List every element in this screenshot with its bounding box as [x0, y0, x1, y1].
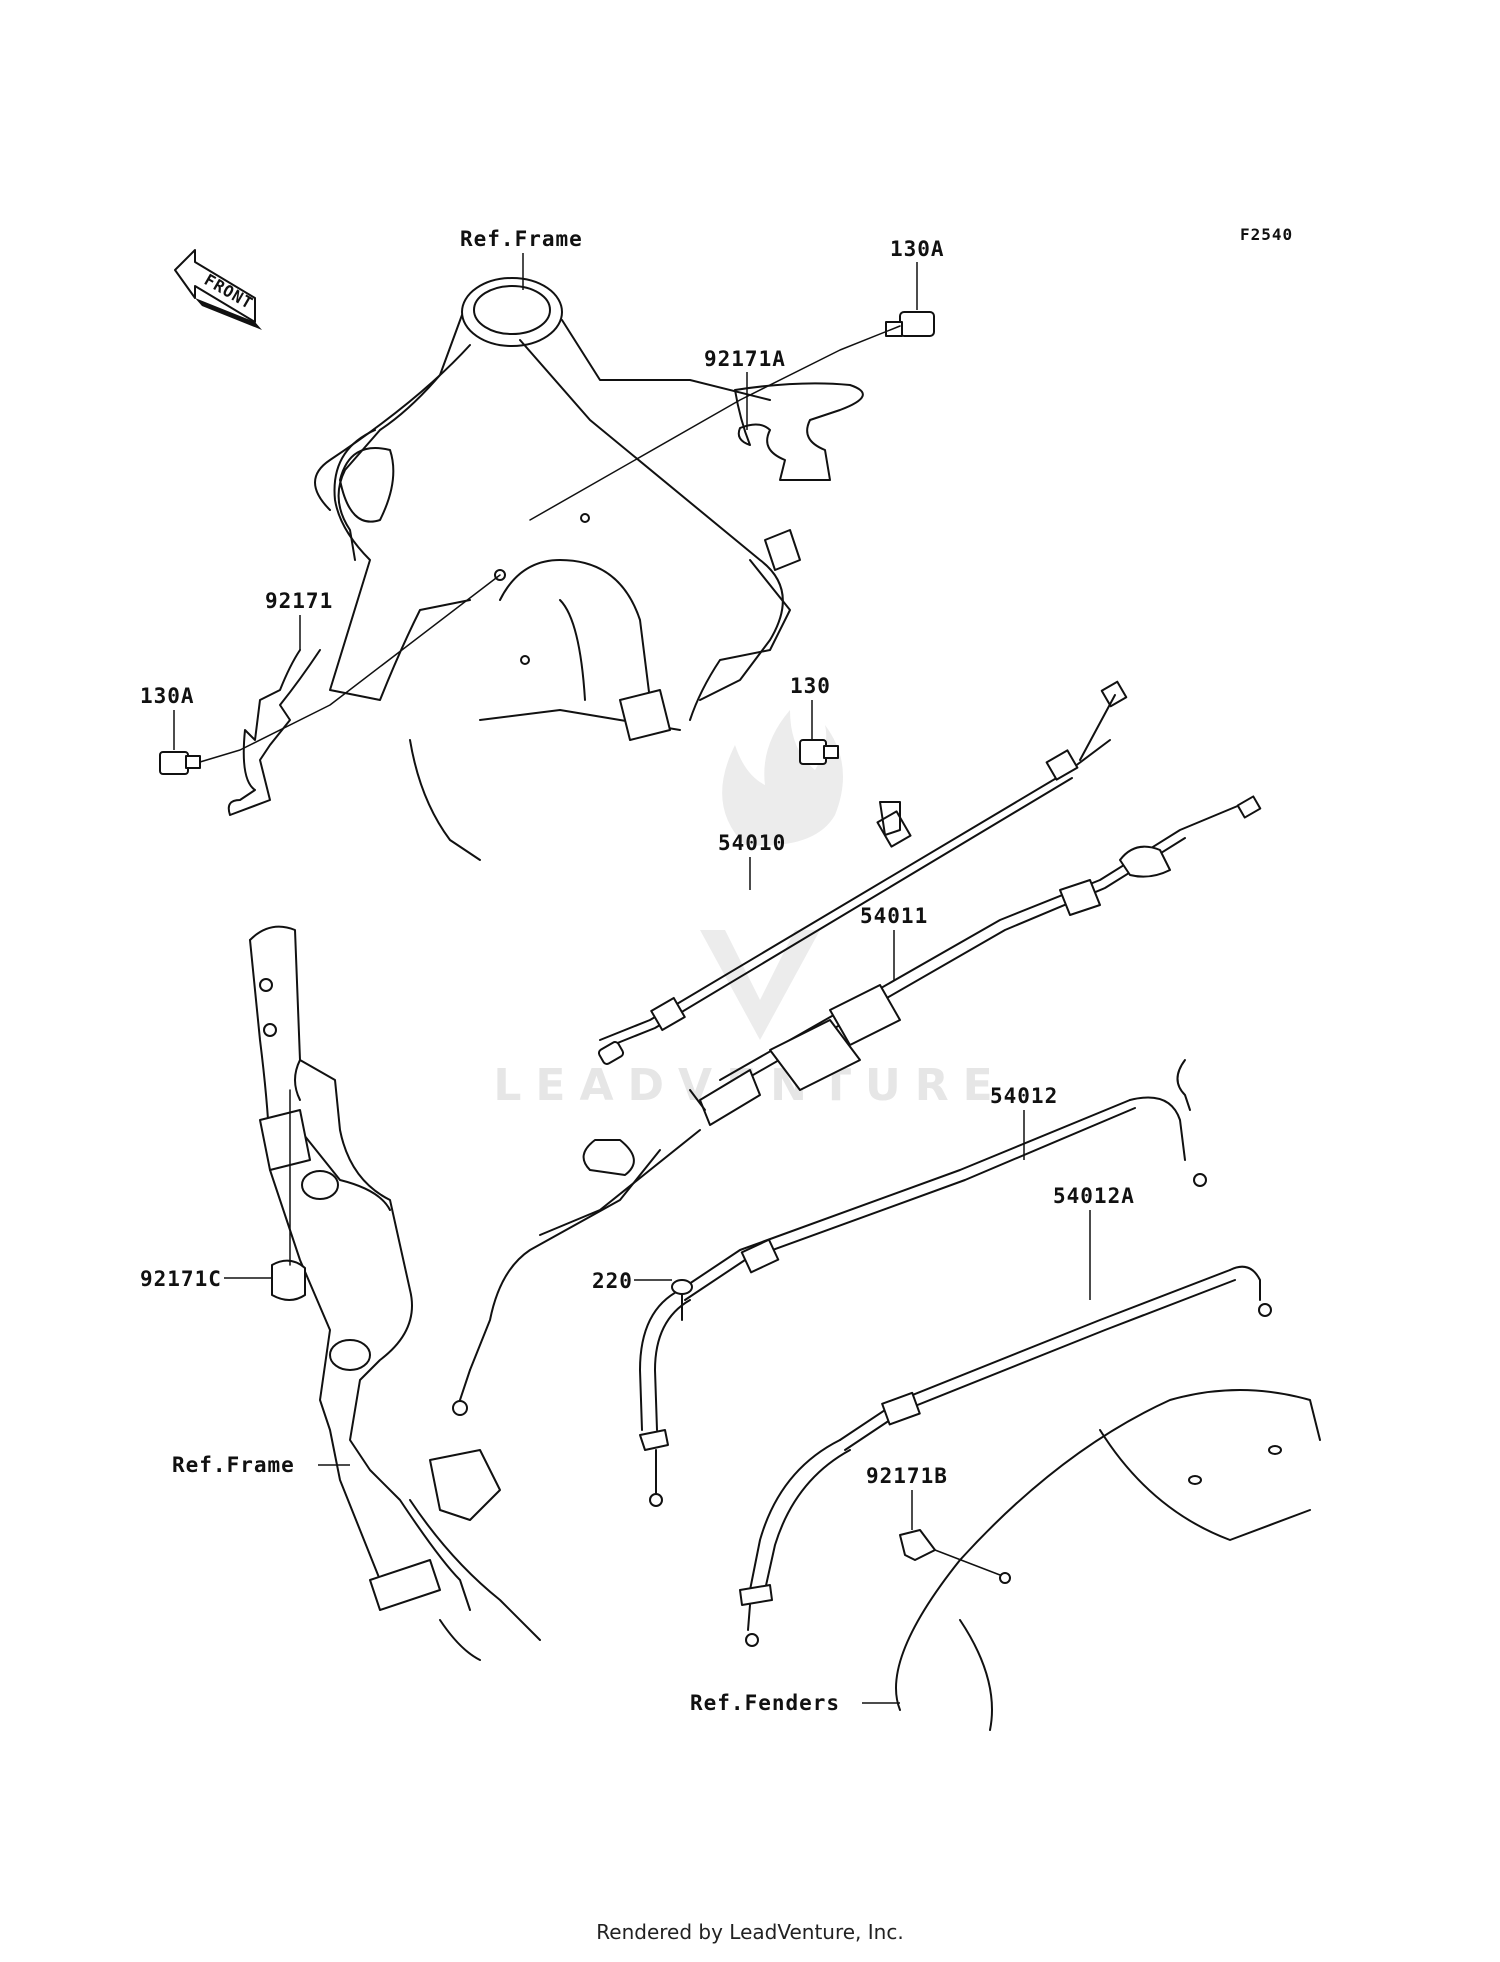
label-130a-top: 130A [890, 237, 945, 261]
clip-92171b [899, 1529, 1011, 1584]
label-54012: 54012 [990, 1084, 1058, 1108]
label-130: 130 [790, 674, 831, 698]
label-220: 220 [592, 1269, 633, 1293]
label-130a-left: 130A [140, 684, 195, 708]
bolt-130a-top [885, 311, 935, 337]
clamp-92171 [227, 649, 321, 816]
clamp-92171a [734, 382, 864, 481]
diagram-code: F2540 [1240, 225, 1293, 244]
screw-220 [671, 1279, 693, 1321]
label-54012a: 54012A [1053, 1184, 1135, 1208]
cable-54012a [739, 1265, 1272, 1647]
lower-frame [249, 925, 541, 1661]
bolt-130a-left [159, 751, 201, 775]
watermark: LEADVENTURE [493, 710, 993, 1111]
cable-54011 [452, 795, 1262, 1416]
front-arrow-icon: FRONT [174, 249, 262, 330]
label-54011: 54011 [860, 904, 928, 928]
label-92171c: 92171C [140, 1267, 222, 1291]
bolt-130 [799, 739, 839, 765]
cable-54012 [639, 1059, 1207, 1507]
label-54010: 54010 [718, 831, 786, 855]
clip-92171c [271, 1089, 306, 1301]
upper-frame [314, 277, 801, 861]
label-92171: 92171 [265, 589, 333, 613]
footer-credit: Rendered by LeadVenture, Inc. [596, 1920, 904, 1944]
leader-130a-left [199, 574, 501, 763]
label-ref-frame-bottom: Ref.Frame [172, 1453, 295, 1477]
cable-54010 [597, 680, 1128, 1065]
label-92171b: 92171B [866, 1464, 948, 1488]
leader-130a-top [529, 325, 901, 521]
label-ref-frame-top: Ref.Frame [460, 227, 583, 251]
fenders [895, 1389, 1321, 1731]
label-ref-fenders: Ref.Fenders [690, 1691, 840, 1715]
label-92171a: 92171A [704, 347, 786, 371]
